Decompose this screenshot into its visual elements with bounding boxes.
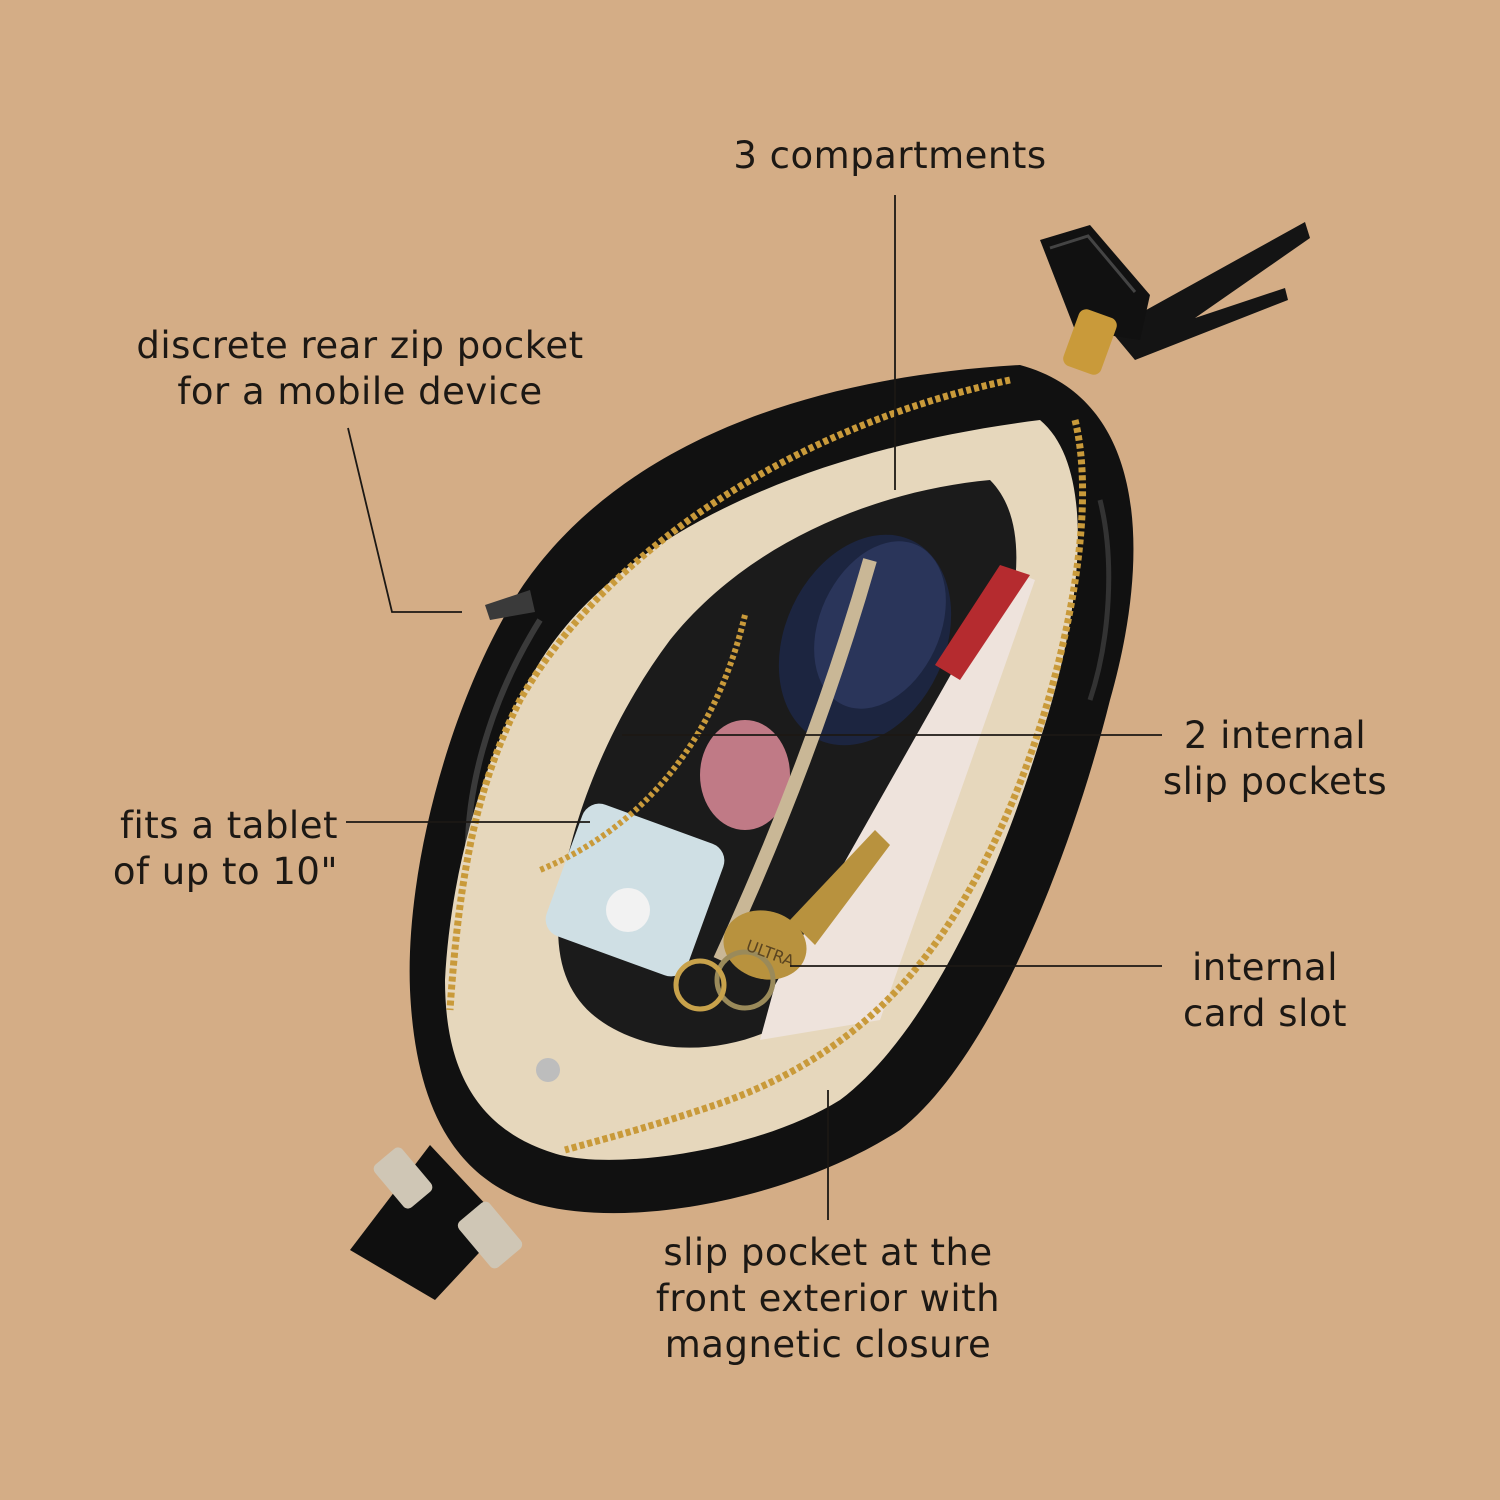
lower-zipper bbox=[564, 419, 1087, 1154]
inner-zipper bbox=[538, 614, 748, 873]
callout-rear-pocket: discrete rear zip pocket for a mobile de… bbox=[85, 323, 635, 415]
callout-compartments: 3 compartments bbox=[690, 133, 1090, 179]
callout-card-slot: internal card slot bbox=[1150, 945, 1380, 1037]
callout-compartments-line1: 3 compartments bbox=[733, 134, 1047, 177]
top-strap-tab bbox=[1040, 225, 1150, 375]
callout-lines bbox=[346, 195, 1162, 1220]
keys: ULTRA bbox=[673, 830, 890, 1012]
callout-slip-pockets: 2 internal slip pockets bbox=[1135, 713, 1415, 805]
callout-card-slot-line2: card slot bbox=[1182, 992, 1348, 1035]
callout-rear-pocket-line2: for a mobile device bbox=[177, 370, 543, 413]
callout-front-pocket: slip pocket at the front exterior with m… bbox=[620, 1230, 1036, 1368]
callout-rear-pocket-line1: discrete rear zip pocket bbox=[136, 324, 584, 367]
callout-slip-pockets-line2: slip pockets bbox=[1162, 760, 1388, 803]
callout-tablet-line1: fits a tablet bbox=[119, 804, 338, 847]
magnetic-snap bbox=[536, 1058, 560, 1082]
callout-tablet: fits a tablet of up to 10" bbox=[60, 803, 338, 895]
callout-front-pocket-line3: magnetic closure bbox=[664, 1323, 992, 1366]
callout-front-pocket-line1: slip pocket at the bbox=[663, 1231, 993, 1274]
upper-zipper bbox=[446, 376, 1011, 1011]
callout-slip-pockets-line1: 2 internal bbox=[1183, 714, 1367, 757]
callout-card-slot-line1: internal bbox=[1192, 946, 1338, 989]
bottom-strap-buckle bbox=[350, 1145, 523, 1300]
callout-front-pocket-line2: front exterior with bbox=[655, 1277, 1001, 1320]
clear-bottle bbox=[545, 803, 725, 977]
rear-pocket-line bbox=[347, 427, 462, 613]
zipper-tassel bbox=[1110, 222, 1310, 360]
pink-item bbox=[700, 720, 790, 830]
callout-tablet-line2: of up to 10" bbox=[112, 850, 338, 893]
